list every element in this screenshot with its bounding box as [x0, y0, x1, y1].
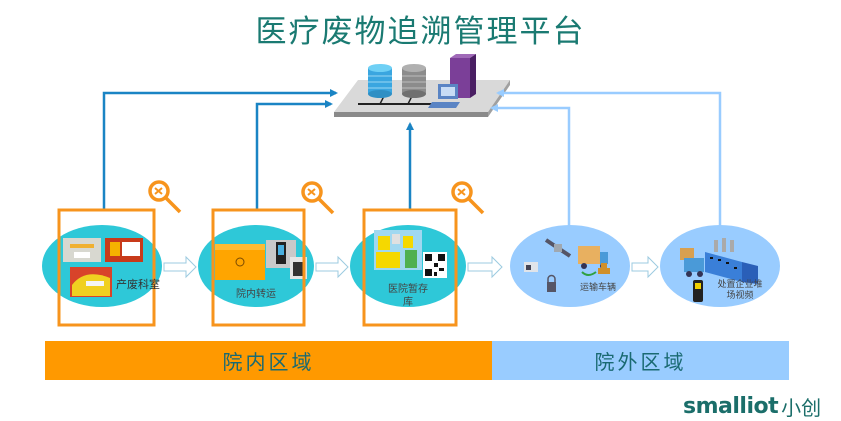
computer-icon: [428, 84, 460, 108]
qr-code-icon: [423, 252, 447, 278]
brand-logo: smalliot 小创: [683, 393, 841, 420]
camera-icon: [524, 262, 538, 272]
node-label-disposal: 处置企业堆 场视频: [712, 280, 768, 302]
highlight-frame: [211, 208, 306, 327]
database-icon: [402, 64, 426, 98]
zone-outside-hospital: 院外区域: [492, 341, 789, 380]
delivery-truck-icon: [578, 246, 610, 276]
lock-icon: [547, 274, 556, 292]
label-line: 场视频: [726, 291, 754, 301]
flow-arrow: [255, 100, 333, 210]
label-line: 医院暂存: [388, 284, 428, 295]
magnifier-icon: [301, 181, 335, 215]
logo-text-cn: 小创: [781, 396, 822, 420]
node-label-internal-transfer: 院内转运: [236, 289, 276, 300]
tag-photo-icon: [63, 238, 143, 297]
platform-server-icon: [334, 54, 510, 117]
factory-icon: [705, 238, 758, 284]
zone-inside-hospital: 院内区域: [45, 341, 492, 380]
magnifier-icon: [451, 181, 485, 215]
server-tower-icon: [450, 54, 476, 98]
flow-arrow: [490, 104, 571, 232]
database-icon: [368, 64, 392, 98]
magnifier-icon: [148, 180, 182, 214]
logo-text-en: smalliot: [683, 394, 779, 419]
highlight-frame: [57, 208, 156, 327]
forklift-icon: [680, 248, 704, 277]
satellite-icon: [544, 238, 572, 258]
node-label-transport: 运输车辆: [579, 283, 616, 293]
highlight-frame: [362, 208, 458, 327]
transfer-cart-icon: [215, 240, 307, 280]
node-label-department: 产废科室: [116, 278, 160, 291]
label-line: 处置企业堆: [717, 280, 763, 290]
node-label-temp-storage: 医院暂存 库: [382, 283, 434, 309]
label-line: 库: [403, 297, 413, 308]
handheld-scanner-icon: [693, 280, 703, 302]
flow-arrow: [102, 89, 338, 210]
hollow-arrow-icon: [163, 255, 659, 279]
flow-arrow: [496, 89, 722, 232]
node-transport: [510, 225, 630, 307]
storage-bins-icon: [374, 230, 422, 270]
page-title: 医疗废物追溯管理平台: [255, 14, 586, 50]
